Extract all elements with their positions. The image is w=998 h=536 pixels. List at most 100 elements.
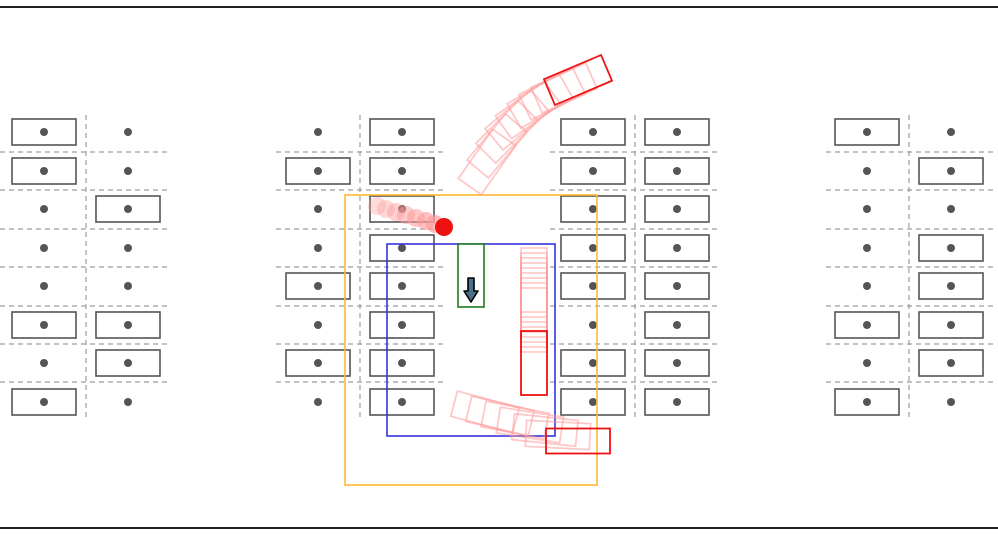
parking-slot-marker [673, 321, 681, 329]
parking-slot-marker [673, 244, 681, 252]
agent-history-box [483, 88, 551, 152]
parking-slot-marker [947, 167, 955, 175]
parking-slot-marker [124, 205, 132, 213]
parked-car [369, 388, 435, 416]
parking-slot-marker [589, 282, 597, 290]
parking-slot-marker [40, 321, 48, 329]
parking-slot-marker [398, 244, 406, 252]
parking-slot-marker [398, 282, 406, 290]
parking-slot-marker [40, 359, 48, 367]
parked-car [918, 234, 984, 262]
parked-car [285, 157, 351, 185]
parking-slot-marker [314, 282, 322, 290]
agent-history-box [457, 128, 517, 196]
agent-vehicle [545, 427, 611, 455]
parked-car [95, 349, 161, 377]
parked-car [369, 118, 435, 146]
parking-slot-marker [947, 398, 955, 406]
parked-car [369, 272, 435, 300]
parking-slot-marker [314, 398, 322, 406]
agent-history-box [529, 61, 599, 115]
parking-slot-marker [40, 205, 48, 213]
parking-slot-marker [673, 398, 681, 406]
parking-slot-marker [124, 398, 132, 406]
parked-car [644, 311, 710, 339]
parking-slot-marker [398, 128, 406, 136]
parking-slot-marker [314, 321, 322, 329]
parking-row-dividers [0, 115, 994, 420]
parking-slot-marker [947, 128, 955, 136]
parking-slot-marker [589, 128, 597, 136]
parked-car [285, 272, 351, 300]
parking-slot-marker [398, 359, 406, 367]
pedestrian-agent [435, 218, 453, 236]
parking-slot-marker [314, 359, 322, 367]
parking-slot-marker [124, 282, 132, 290]
parked-car [369, 234, 435, 262]
agent-history-box [465, 112, 529, 180]
parked-car [369, 157, 435, 185]
parked-car [644, 349, 710, 377]
parking-slot-marker [40, 167, 48, 175]
parked-car [560, 388, 626, 416]
parking-slot-marker [673, 359, 681, 367]
agent-history-box [505, 72, 575, 130]
parking-slot-marker [673, 128, 681, 136]
parking-slot-marker [947, 244, 955, 252]
parked-car [11, 157, 77, 185]
parked-car [644, 272, 710, 300]
parked-car [285, 349, 351, 377]
parking-slot-marker [124, 167, 132, 175]
parking-slot-marker [863, 167, 871, 175]
moving-agents [368, 53, 614, 455]
parking-slot-marker [398, 321, 406, 329]
parked-car [95, 311, 161, 339]
parking-slot-marker [947, 359, 955, 367]
parking-slot-marker [589, 321, 597, 329]
parking-slot-marker [589, 244, 597, 252]
agent-history-box [524, 419, 592, 451]
parking-slot-marker [314, 205, 322, 213]
agent-history-box [520, 287, 548, 353]
parked-car [369, 349, 435, 377]
agent-history-box [480, 400, 550, 440]
parking-slot-marker [314, 244, 322, 252]
agent-vehicle [520, 330, 548, 396]
parking-slot-marker [863, 205, 871, 213]
parked-car [644, 157, 710, 185]
parked-car [95, 195, 161, 223]
parking-slot-marker [398, 167, 406, 175]
parking-slot-marker [314, 128, 322, 136]
parking-slot-marker [863, 128, 871, 136]
parking-slot-marker [398, 398, 406, 406]
parked-car [644, 388, 710, 416]
ego-vehicle [457, 243, 485, 308]
parked-car [560, 349, 626, 377]
parked-car [560, 234, 626, 262]
down-arrow-icon [463, 277, 479, 303]
parking-slot-marker [863, 359, 871, 367]
parking-slot-marker [40, 128, 48, 136]
agent-vehicle [542, 53, 614, 107]
parking-slot-marker [589, 398, 597, 406]
parked-car [560, 272, 626, 300]
parking-slots [11, 118, 984, 416]
agent-history-box [495, 406, 565, 444]
parking-slot-marker [863, 321, 871, 329]
parking-slot-marker [314, 167, 322, 175]
parked-car [11, 388, 77, 416]
parking-slot-marker [947, 282, 955, 290]
parking-slot-marker [673, 205, 681, 213]
parked-car [11, 118, 77, 146]
parking-slot-marker [40, 398, 48, 406]
parked-car [644, 234, 710, 262]
parking-slot-marker [124, 359, 132, 367]
parking-slot-marker [673, 167, 681, 175]
parking-slot-marker [124, 128, 132, 136]
outer-planning-region [344, 194, 598, 486]
parking-slot-marker [673, 282, 681, 290]
parked-car [560, 118, 626, 146]
parked-car [834, 118, 900, 146]
pedestrian-history [368, 197, 386, 215]
